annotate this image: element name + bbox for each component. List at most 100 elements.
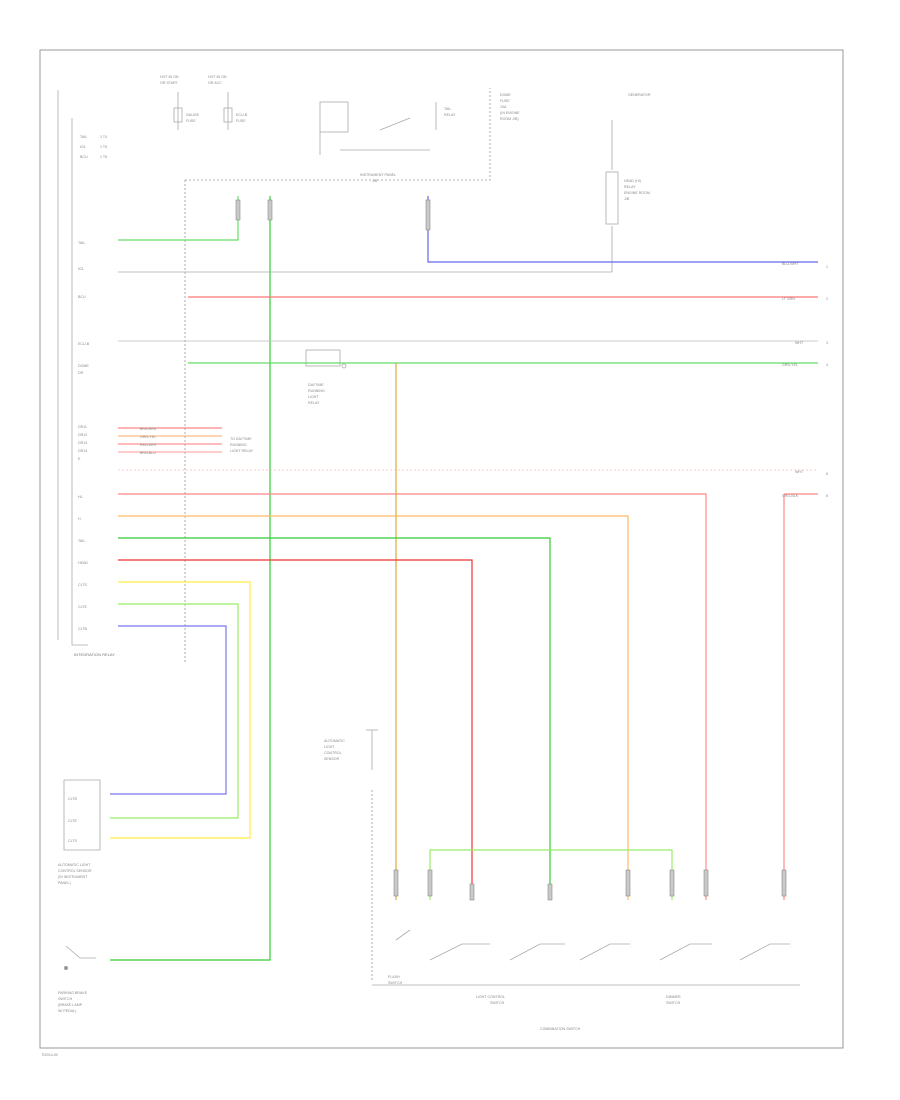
svg-text:HEAD: HEAD [78, 561, 88, 565]
svg-text:AUTOMATIC LIGHT: AUTOMATIC LIGHT [58, 863, 91, 867]
svg-text:DR11: DR11 [78, 425, 87, 429]
svg-text:ECU-B: ECU-B [236, 113, 248, 117]
svg-text:SWITCH: SWITCH [388, 981, 403, 985]
junction-block-label: INSTRUMENT PANEL [360, 173, 396, 177]
svg-text:OR ACC: OR ACC [208, 81, 222, 85]
svg-text:2: 2 [826, 297, 828, 301]
wire-clts-yellow [110, 581, 251, 839]
parking-brake-switch: PARKING BRAKE SWITCH (BRAKE LAMP W/ PEDA… [58, 945, 96, 1013]
svg-text:CONTROL: CONTROL [324, 751, 342, 755]
fuse-left-label: HOT IN ON [160, 75, 179, 79]
diagram-frame [39, 49, 844, 1049]
wire-hl-pink [118, 493, 707, 900]
svg-text:J/B: J/B [372, 179, 378, 183]
integration-relay-label: INTEGRATION RELAY [74, 652, 115, 657]
svg-text:DR13: DR13 [78, 441, 87, 445]
connectors [235, 199, 787, 901]
svg-text:ECU-B: ECU-B [78, 342, 90, 346]
svg-text:TAIL: TAIL [78, 539, 85, 543]
svg-text:1 T4: 1 T4 [100, 135, 107, 139]
svg-text:PARKING BRAKE: PARKING BRAKE [58, 991, 88, 995]
svg-text:RUNNING: RUNNING [230, 443, 247, 447]
svg-text:DAYTIME: DAYTIME [308, 383, 324, 387]
svg-text:GRN-YEL: GRN-YEL [782, 363, 798, 367]
wire-clte-green [110, 603, 239, 819]
svg-text:J/B: J/B [624, 197, 630, 201]
dimmer-label: DIMMER [666, 995, 681, 999]
svg-text:TO DAYTIME: TO DAYTIME [230, 437, 252, 441]
wire-org-right [783, 493, 818, 900]
svg-text:FUSE: FUSE [236, 119, 246, 123]
fuse-right-label: HOT IN ON [208, 75, 227, 79]
svg-text:W/ PEDAL): W/ PEDAL) [58, 1009, 76, 1013]
wire-ig1-gray [118, 226, 613, 273]
svg-text:DR: DR [78, 371, 84, 375]
svg-text:RED-WHT: RED-WHT [140, 443, 158, 447]
svg-text:ENGINE ROOM: ENGINE ROOM [624, 191, 650, 195]
svg-text:E: E [78, 457, 81, 461]
wire-head-red [118, 559, 473, 900]
wire-cltb-blue [110, 625, 227, 795]
svg-text:WHT: WHT [795, 470, 804, 474]
svg-text:BCU: BCU [80, 155, 88, 159]
svg-text:TAIL: TAIL [80, 135, 87, 139]
svg-text:FUSE: FUSE [500, 99, 510, 103]
svg-text:CLTB: CLTB [68, 797, 78, 801]
svg-text:DOME: DOME [78, 364, 89, 368]
svg-text:4: 4 [826, 363, 828, 367]
svg-text:1 T6: 1 T6 [100, 155, 107, 159]
svg-text:SWITCH: SWITCH [490, 1001, 505, 1005]
svg-text:WHT: WHT [795, 341, 804, 345]
wires [110, 196, 818, 961]
ground-symbol: AUTOMATIC LIGHT CONTROL SENSOR [324, 729, 378, 980]
svg-text:GAUGE: GAUGE [186, 113, 200, 117]
svg-text:TAIL: TAIL [444, 107, 451, 111]
svg-text:CONTROL SENSOR: CONTROL SENSOR [58, 869, 92, 873]
svg-text:RELAY: RELAY [308, 401, 320, 405]
svg-text:(BRAKE LAMP: (BRAKE LAMP [58, 1003, 83, 1007]
wire-green-vertical [110, 196, 271, 961]
light-control-label: LIGHT CONTROL [476, 995, 505, 999]
svg-text:1: 1 [826, 265, 828, 269]
svg-text:CLTB: CLTB [78, 627, 88, 631]
svg-text:AUTOMATIC: AUTOMATIC [324, 739, 345, 743]
wire-tail-lt-green [118, 196, 239, 241]
svg-text:DR14: DR14 [78, 449, 87, 453]
svg-text:10A: 10A [500, 105, 507, 109]
integration-relay-block: INTEGRATION RELAY TAIL IG1 BCU 1 T4 1 T5… [57, 90, 115, 657]
svg-text:BRN-BLU: BRN-BLU [140, 451, 156, 455]
svg-text:GRN-YEL: GRN-YEL [140, 435, 156, 439]
wire-h-orange [118, 515, 629, 900]
svg-text:LT GRN: LT GRN [782, 297, 795, 301]
svg-text:DR12: DR12 [78, 433, 87, 437]
wire-tail-green [118, 537, 551, 900]
svg-text:RELAY: RELAY [444, 113, 456, 117]
svg-text:LIGHT: LIGHT [308, 395, 319, 399]
svg-text:(IN ENGINE: (IN ENGINE [500, 111, 520, 115]
svg-text:BRN-RED: BRN-RED [140, 427, 157, 431]
svg-text:5: 5 [826, 472, 828, 476]
relay-wire-labels: BRN-RED GRN-YEL RED-WHT BRN-BLU TO DAYTI… [140, 427, 254, 455]
svg-text:CLTE: CLTE [68, 819, 78, 823]
page-number: R2014-00 [42, 1053, 58, 1057]
svg-text:RELAY: RELAY [624, 185, 636, 189]
svg-text:ROOM J/B): ROOM J/B) [500, 117, 519, 121]
svg-text:IG1: IG1 [80, 145, 86, 149]
svg-text:PANEL): PANEL) [58, 881, 71, 885]
auto-light-sensor: CLTB CLTE CLTS AUTOMATIC LIGHT CONTROL S… [58, 779, 101, 885]
svg-text:DOME: DOME [500, 93, 511, 97]
svg-text:1 T5: 1 T5 [100, 145, 107, 149]
svg-text:LIGHT RELAY: LIGHT RELAY [230, 449, 254, 453]
svg-text:BLU-WHT: BLU-WHT [782, 262, 799, 266]
svg-text:H: H [78, 517, 81, 521]
svg-text:LIGHT: LIGHT [324, 745, 335, 749]
svg-text:TAIL: TAIL [78, 241, 85, 245]
svg-text:ORG-BLK: ORG-BLK [782, 494, 799, 498]
combination-switch: FLASH SWITCH LIGHT CONTROL SWITCH DIMMER… [372, 929, 800, 1031]
svg-text:FLASH: FLASH [388, 975, 400, 979]
tail-relay-box [319, 101, 349, 133]
daytime-running-light-relay: DAYTIME RUNNING LIGHT RELAY [305, 349, 347, 405]
generator-label: GENERATOR [628, 93, 651, 97]
svg-text:CLTE: CLTE [78, 605, 88, 609]
